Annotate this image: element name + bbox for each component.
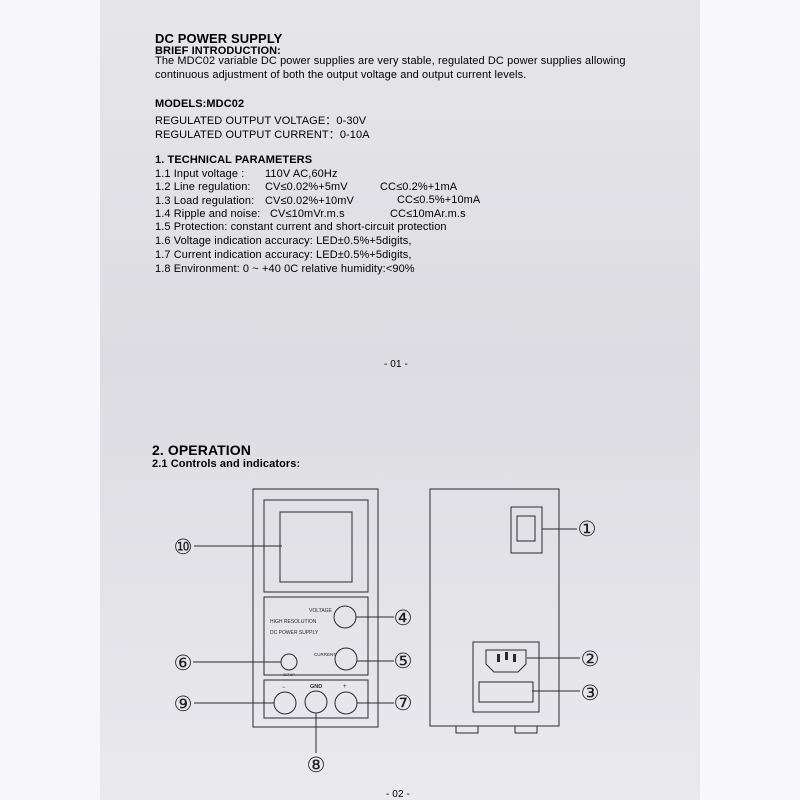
voltage-knob[interactable] [333, 605, 357, 629]
control-panel [263, 596, 369, 676]
high-resolution-label: HIGH RESOLUTION [270, 619, 317, 625]
minus-label: − [282, 685, 286, 691]
page-number-1: - 01 - [384, 359, 408, 370]
gnd-label: GND [310, 684, 322, 690]
dc-power-supply-label: DC POWER SUPPLY [270, 630, 319, 636]
setup-label: SETUP [283, 673, 295, 677]
callout-8: ⑧ [307, 754, 326, 777]
ac-inlet [485, 649, 527, 673]
param-3-label: 1.3 Load regulation: [155, 195, 255, 207]
power-switch[interactable] [516, 515, 536, 542]
current-label: CURRENT [314, 652, 336, 657]
param-5: 1.5 Protection: constant current and sho… [155, 221, 447, 233]
power-switch-housing [510, 506, 543, 554]
controls-heading: 2.1 Controls and indicators: [152, 458, 301, 470]
param-4-cv: CV≤10mVr.m.s [270, 208, 345, 220]
background-right [700, 0, 800, 800]
foot-left [455, 725, 479, 734]
callout-10: ⑩ [174, 536, 193, 559]
power-button[interactable] [280, 653, 298, 671]
param-1-value: 110V AC,60Hz [265, 168, 338, 180]
manual-page [100, 0, 700, 800]
inlet-pin-left [497, 654, 500, 662]
param-3-cv: CV≤0.02%+10mV [265, 195, 354, 207]
param-2-cc: CC≤0.2%+1mA [380, 181, 458, 193]
doc-title: DC POWER SUPPLY [155, 31, 283, 46]
param-4-cc: CC≤10mAr.m.s [390, 208, 466, 220]
fuse-drawer [478, 681, 534, 703]
current-knob[interactable] [334, 647, 358, 671]
voltage-label: VOLTAGE [309, 608, 333, 614]
callout-6: ⑥ [174, 652, 193, 675]
callout-1: ① [578, 518, 597, 541]
callout-9: ⑨ [174, 693, 193, 716]
param-4-label: 1.4 Ripple and noise: [155, 208, 261, 220]
param-6: 1.6 Voltage indication accuracy: LED±0.5… [155, 235, 412, 247]
callout-3: ③ [581, 682, 600, 705]
intro-line-1: The MDC02 variable DC power supplies are… [155, 55, 626, 67]
inlet-housing [472, 641, 540, 713]
plus-label: + [343, 684, 347, 690]
callout-2: ② [581, 648, 600, 671]
inlet-pin-right [513, 654, 516, 662]
regulated-voltage: REGULATED OUTPUT VOLTAGE：0-30V [155, 115, 367, 127]
display-window [279, 511, 353, 583]
regulated-current: REGULATED OUTPUT CURRENT：0-10A [155, 129, 370, 141]
param-3-cc: CC≤0.5%+10mA [397, 194, 481, 206]
brief-heading: BRIEF INTRODUCTION: [155, 45, 281, 57]
param-1-label: 1.1 Input voltage : [155, 168, 245, 180]
operation-heading: 2. OPERATION [152, 442, 251, 458]
page-number-2: - 02 - [386, 789, 410, 800]
callout-4: ④ [394, 607, 413, 630]
param-2-cv: CV≤0.02%+5mV [265, 181, 348, 193]
back-panel-outline [429, 488, 560, 727]
param-8: 1.8 Environment: 0 ~ +40 0C relative hum… [155, 263, 415, 275]
intro-line-2: continuous adjustment of both the output… [155, 69, 527, 81]
inlet-pin-ground [505, 652, 508, 660]
param-7: 1.7 Current indication accuracy: LED±0.5… [155, 249, 412, 261]
param-2-label: 1.2 Line regulation: [155, 181, 251, 193]
callout-7: ⑦ [394, 692, 413, 715]
models-heading: MODELS:MDC02 [155, 98, 245, 110]
negative-terminal[interactable] [273, 691, 297, 715]
positive-terminal[interactable] [334, 691, 358, 715]
tech-params-heading: 1. TECHNICAL PARAMETERS [155, 154, 313, 166]
callout-5: ⑤ [394, 650, 413, 673]
gnd-terminal[interactable] [304, 690, 328, 714]
foot-right [514, 725, 538, 734]
